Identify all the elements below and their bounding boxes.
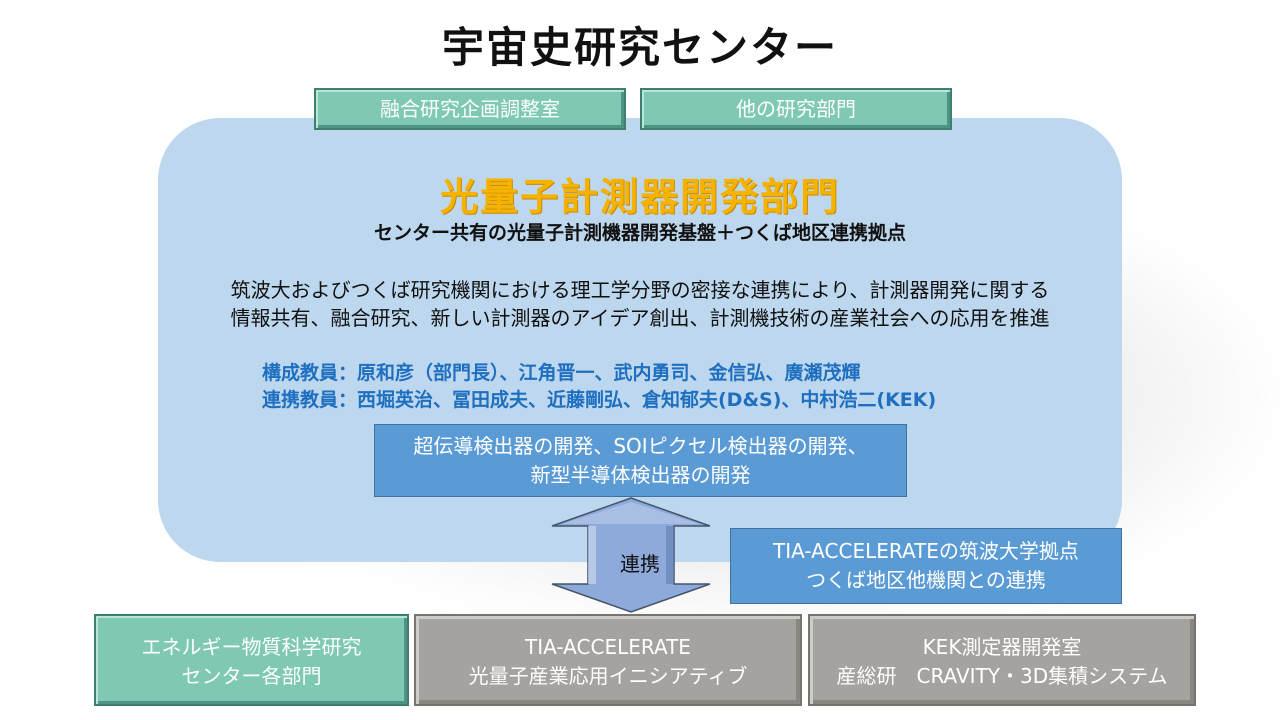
development-box: 超伝導検出器の開発、SOIピクセル検出器の開発、 新型半導体検出器の開発 <box>374 424 907 497</box>
tia-line-1: TIA-ACCELERATEの筑波大学拠点 <box>773 539 1079 563</box>
bottom-box-tia-accelerate: TIA-ACCELERATE 光量子産業応用イニシアティブ <box>414 614 802 706</box>
energy-line-2: センター各部門 <box>181 664 322 688</box>
division-subtitle: センター共有の光量子計測機器開発基盤＋つくば地区連携拠点 <box>373 222 906 244</box>
tia-accelerate-line-2: 光量子産業応用イニシアティブ <box>468 664 748 688</box>
division-name: 光量子計測器開発部門 <box>439 175 840 219</box>
kek-line-1: KEK測定器開発室 <box>922 635 1082 659</box>
tia-box: TIA-ACCELERATEの筑波大学拠点 つくば地区他機関との連携 <box>730 528 1122 604</box>
bottom-box-energy-materials: エネルギー物質科学研究 センター各部門 <box>94 614 409 706</box>
partner-members: 連携教員：西堀英治、冨田成夫、近藤剛弘、倉知郁夫(D&S)、中村浩二(KEK) <box>262 389 937 411</box>
description-line-2: 情報共有、融合研究、新しい計測器のアイデア創出、計測機技術の産業社会への応用を推… <box>230 306 1050 330</box>
bottom-box-kek: KEK測定器開発室 産総研 CRAVITY・3D集積システム <box>808 614 1196 706</box>
top-box-other-divisions: 他の研究部門 <box>640 88 952 130</box>
development-line-1: 超伝導検出器の開発、SOIピクセル検出器の開発、 <box>413 434 868 458</box>
division-description: 筑波大およびつくば研究機関における理工学分野の密接な連携により、計測器開発に関す… <box>158 276 1122 332</box>
development-line-2: 新型半導体検出器の開発 <box>530 463 751 487</box>
top-box-fusion-planning: 融合研究企画調整室 <box>314 88 626 130</box>
energy-line-1: エネルギー物質科学研究 <box>141 635 362 659</box>
page-title: 宇宙史研究センター <box>441 23 838 72</box>
tia-accelerate-line-1: TIA-ACCELERATE <box>525 635 691 659</box>
tia-line-2: つくば地区他機関との連携 <box>806 568 1046 592</box>
member-list: 構成教員：原和彦（部門長）、江角晋一、武内勇司、金信弘、廣瀬茂輝 連携教員：西堀… <box>262 360 1062 414</box>
description-line-1: 筑波大およびつくば研究機関における理工学分野の密接な連携により、計測器開発に関す… <box>230 278 1050 302</box>
kek-line-2: 産総研 CRAVITY・3D集積システム <box>836 664 1168 688</box>
core-members: 構成教員：原和彦（部門長）、江角晋一、武内勇司、金信弘、廣瀬茂輝 <box>262 362 861 384</box>
arrow-label: 連携 <box>620 552 660 576</box>
double-arrow-icon <box>551 497 711 613</box>
